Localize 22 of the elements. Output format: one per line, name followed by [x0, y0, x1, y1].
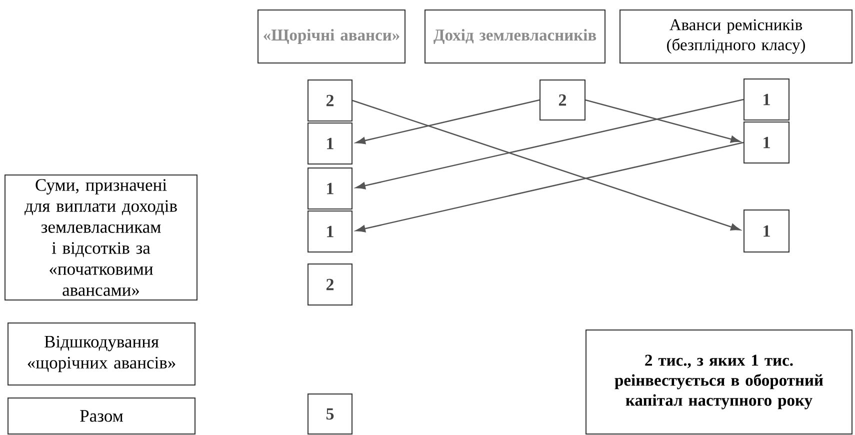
number-box: 2: [540, 80, 586, 120]
number-box: 1: [744, 78, 790, 120]
header-box: Аванси ремісників (безплідного класу): [620, 10, 852, 64]
arrow: [356, 142, 744, 232]
header-box: Дохід землевласників: [424, 10, 606, 64]
arrow: [585, 99, 740, 143]
text-box: Суми, призначені для виплати доходів землевласникам і відсотків за «початковими авансами»: [4, 174, 198, 300]
text-box: Відшкодування «щорічних авансів»: [8, 322, 196, 386]
total-box: Разом: [8, 397, 196, 434]
number-box: 2: [308, 264, 352, 306]
arrow: [356, 99, 540, 144]
header-box: «Щорічні аванси»: [258, 10, 406, 64]
note-box: 2 тис., з яких 1 тис. реінвестується в оборотний капітал наступного року: [586, 329, 852, 434]
number-box: 1: [744, 209, 790, 252]
number-box: 1: [308, 167, 352, 210]
number-box: 5: [308, 393, 352, 434]
number-box: 2: [308, 80, 352, 122]
arrow: [356, 98, 744, 190]
number-box: 1: [744, 122, 790, 164]
number-box: 1: [308, 122, 352, 164]
arrow: [352, 100, 740, 230]
number-box: 1: [308, 210, 352, 252]
